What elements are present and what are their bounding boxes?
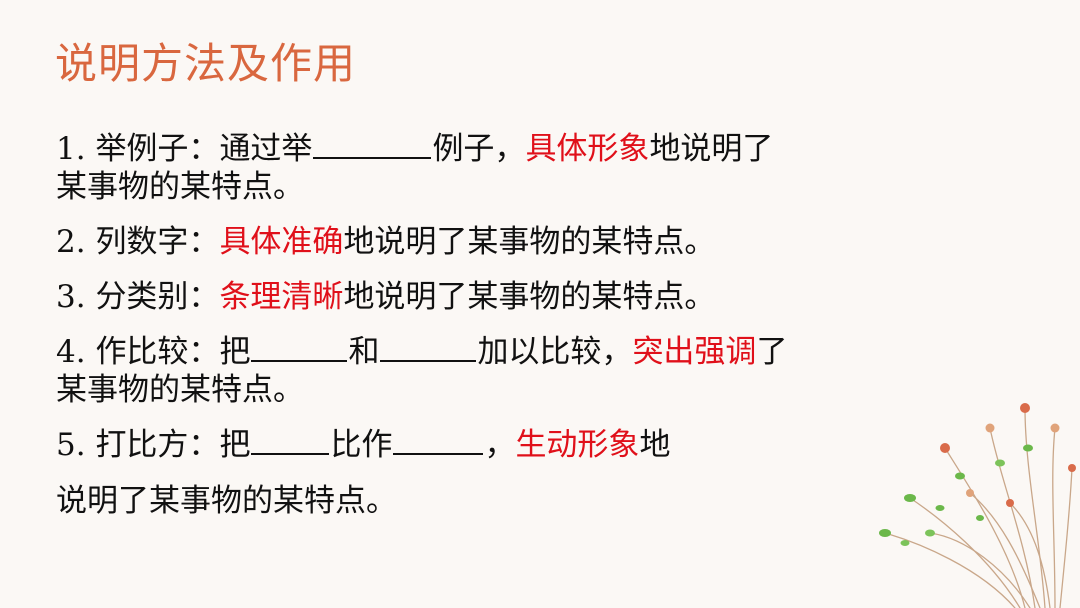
item-number: 5. [56,427,86,463]
leaf [900,540,910,546]
fill-blank [251,334,348,362]
list-item-example: 1. 举例子：通过举 例子，具体形象地说明了 某事物的某特点。 [56,130,956,206]
text: 把 [219,334,251,370]
flower-bud [940,443,950,453]
method-name: 列数字： [95,224,220,260]
leaf [925,529,935,537]
page-title: 说明方法及作用 [55,39,357,88]
item-line-continued: 某事物的某特点。 [56,372,304,408]
text: 加以比较， [477,334,633,370]
text: 把 [219,427,251,463]
item-line: 1. 举例子：通过举 例子，具体形象地说明了 [56,130,956,168]
item-number: 2. [56,224,86,260]
text: 比作 [330,427,393,463]
item-line: 4. 作比较：把 和 加以比较，突出强调了 [56,333,956,371]
text: 地 [639,427,671,463]
leaf [904,494,916,502]
fill-blank [251,427,330,455]
item-number: 1. [56,131,86,167]
item-line: 5. 打比方：把 比作 ，生动形象地 [56,426,956,464]
list-item-metaphor: 5. 打比方：把 比作 ，生动形象地 说明了某事物的某特点。 [56,426,956,520]
fill-blank [393,427,484,455]
highlight-text: 突出强调 [632,334,757,370]
item-number: 4. [56,334,86,370]
text: 例子， [432,131,526,167]
text: 和 [348,334,380,370]
item-number: 3. [56,279,86,315]
flower-bud [1020,403,1030,413]
fill-blank [380,334,477,362]
list-item-classification: 3. 分类别：条理清晰地说明了某事物的某特点。 [56,278,956,316]
text: 地说明了 [649,131,774,167]
highlight-text: 具体准确 [219,224,344,260]
list-item-numbers: 2. 列数字：具体准确地说明了某事物的某特点。 [56,223,956,261]
leaf [995,459,1005,467]
flower-bud [966,489,974,497]
highlight-text: 具体形象 [525,131,650,167]
text: 了 [756,334,788,370]
leaf [935,505,945,511]
leaf [955,472,965,480]
flower-bud [985,423,995,433]
item-line-continued: 说明了某事物的某特点。 [56,483,397,519]
leaf [1023,444,1033,452]
text: 通过举 [219,131,313,167]
leaf [976,515,984,521]
list-item-comparison: 4. 作比较：把 和 加以比较，突出强调了 某事物的某特点。 [56,333,956,409]
flower-bud [1006,499,1014,507]
method-name: 作比较： [95,334,220,370]
method-name: 打比方： [95,427,220,463]
text: 地说明了某事物的某特点。 [343,279,716,315]
flower-bud [1050,423,1060,433]
highlight-text: 生动形象 [515,427,640,463]
method-name: 分类别： [95,279,220,315]
dried-flowers-decoration [879,403,1076,608]
method-list: 1. 举例子：通过举 例子，具体形象地说明了 某事物的某特点。 2. 列数字：具体… [56,130,956,520]
text: 地说明了某事物的某特点。 [343,224,716,260]
flower-bud [1068,464,1076,472]
highlight-text: 条理清晰 [219,279,344,315]
method-name: 举例子： [95,131,220,167]
item-line-continued: 某事物的某特点。 [56,169,304,205]
leaf [879,529,891,537]
fill-blank [313,131,432,159]
text: ， [484,427,516,463]
